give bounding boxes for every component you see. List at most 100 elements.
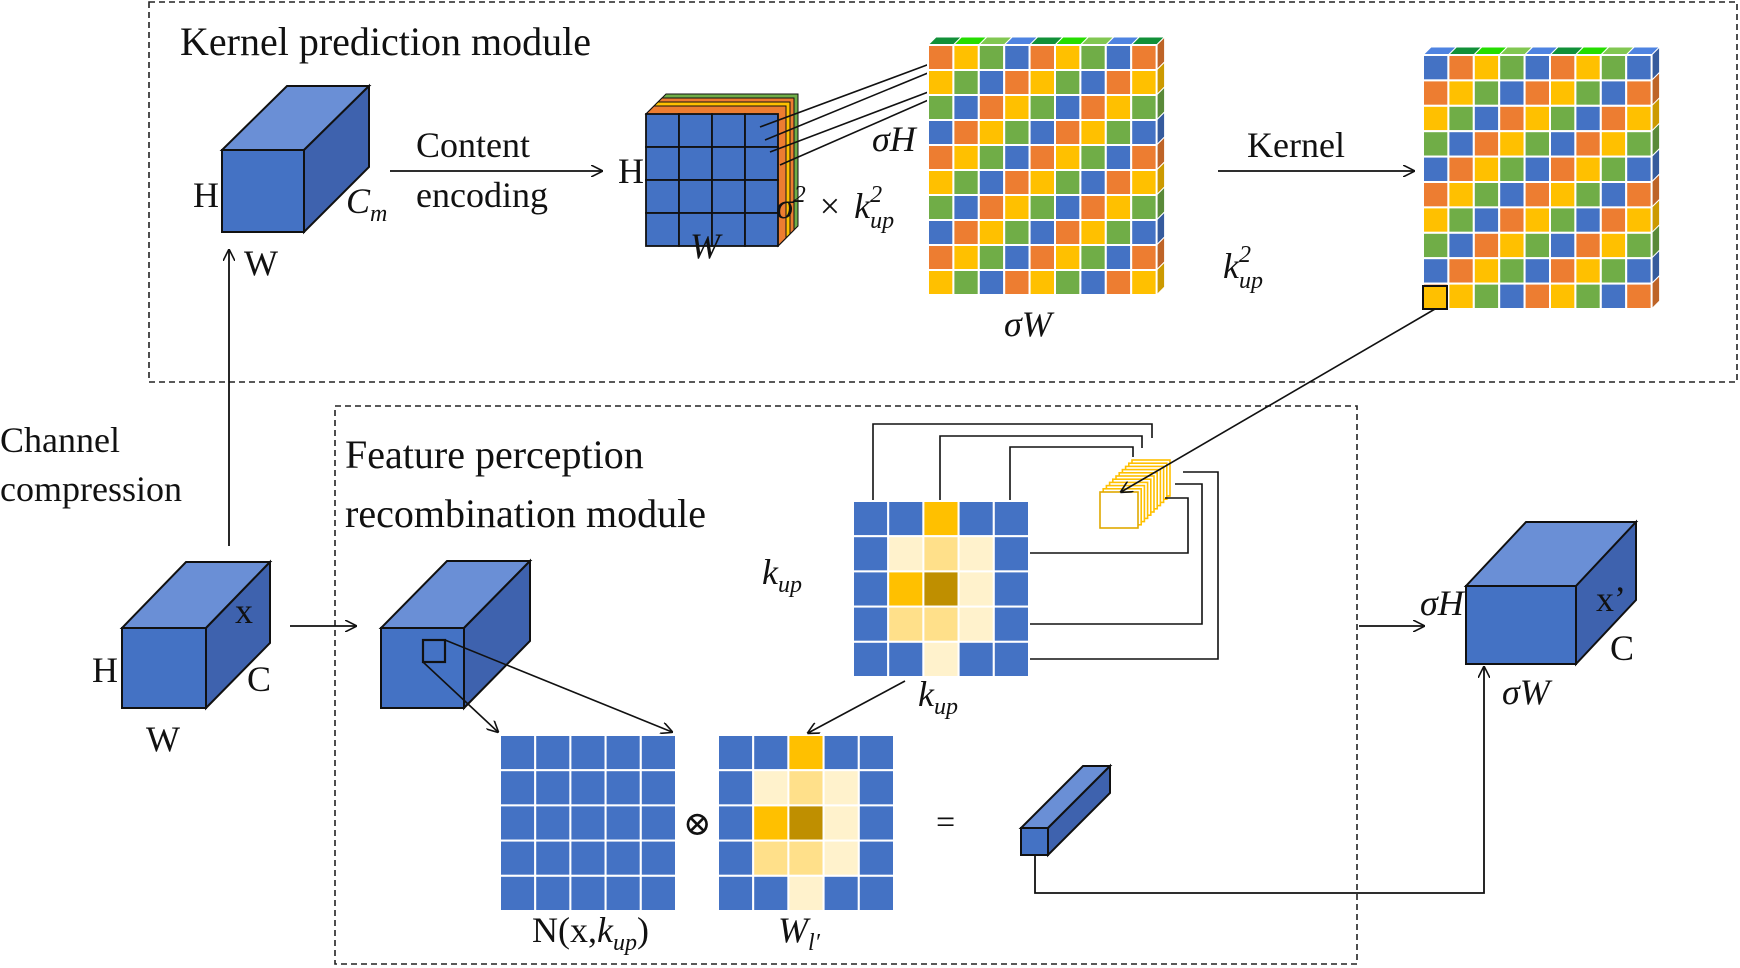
kernel-map-cell [1472,231,1501,260]
kernel-map-cell [1498,206,1526,234]
encoded-cell [678,146,713,181]
kernel-map-cell [1498,231,1526,260]
kernel-map-cell [1574,130,1602,158]
kernel-map-cell [1472,181,1501,209]
kernel-map-cell [977,94,1006,121]
neighborhood-cell [569,874,607,912]
kernel-map-cell [1574,155,1602,184]
output-sigma-w-label: σW [1502,672,1553,712]
kernel-weight-cell [822,769,860,807]
kernel-map-cell [1625,104,1653,133]
encoded-cell [645,146,680,181]
kernel-map-cell [1003,144,1031,171]
kernel-weight-cell [857,874,895,912]
kernel-map-cell [1422,130,1450,158]
kernel-weight-cell [992,605,1030,643]
compressed-w-label: W [244,243,278,283]
encoded-cell [678,212,713,247]
kernel-map-cell [1054,194,1082,221]
kernel-map-cell [1574,54,1602,82]
kernel-map-cell [1447,181,1475,209]
kernel-map-cell [1625,181,1653,209]
neighborhood-cell [499,839,537,877]
kernel-map-cell [952,119,980,146]
neighborhood-cell [534,839,572,877]
kernel-map-cell [1028,94,1056,121]
kernel-weight-cell [922,535,960,573]
kernel-to-weights-arrow [808,680,906,733]
kernel-map-cell [952,269,980,296]
kernel-map-cell [1447,282,1475,311]
neighborhood-cell [639,769,677,807]
kernel-weight-cell [852,500,890,538]
kernel-map-cell [1104,244,1133,271]
kernel-map-cell [1028,219,1056,246]
kernel-map-cell [1447,231,1475,260]
kernel-map-cell [1422,104,1450,133]
kernel-map-cell [1523,79,1551,107]
kernel-map-cell [927,269,955,296]
kernel-map-cell [1130,169,1158,196]
kernel-map-cell [1079,169,1107,196]
kernel-map-cell [1054,244,1082,271]
kernel-weight-cell [992,500,1030,538]
kernel-map-cell [1130,69,1158,96]
kernel-map-cell [977,194,1006,221]
kernel-map-cell [1625,155,1653,184]
kernel-weight-cell [957,570,995,608]
kernel-weight-cell [822,874,860,912]
kernel-map-cell [1549,206,1577,234]
kernel-map-cell [1028,169,1056,196]
kernel-map-cell [1549,79,1577,107]
kernel-map-cell [1130,219,1158,246]
kernel-weight-cell [857,769,895,807]
kernel-map-cell [1422,79,1450,107]
kernel-weight-cell [922,640,960,678]
input-tensor-x [119,559,273,711]
kernel-map-cell [927,169,955,196]
kernel-map-cell [1549,282,1577,311]
kernel-weight-cell [752,874,790,912]
kernel-map-cell [1130,244,1158,271]
neighborhood-cell [534,804,572,842]
neighborhood-cell [569,734,607,772]
kernel-map-cell [927,119,955,146]
kernel-selection-arrow [1121,308,1436,492]
compressed-feature-cuboid [219,83,372,235]
kernel-map-cell [1130,269,1158,296]
kernel-map-cell [927,194,955,221]
kernel-weight-cell [852,605,890,643]
kernel-weight-cell [717,769,755,807]
kernel-map-cell [1574,231,1602,260]
kernel-map-cell [1549,257,1577,285]
kernel-map-cell [1625,130,1653,158]
kernel-map-cell [1003,94,1031,121]
kernel-map-cell [1130,119,1158,146]
kernel-map-cell [1447,104,1475,133]
kernel-map-cell [1130,94,1158,121]
neighborhood-cell [604,734,642,772]
kernel-map-cell [1498,104,1526,133]
kernel-map-cell [1549,54,1577,82]
kernel-map-cell [1498,257,1526,285]
kernel-map-cell [1523,257,1551,285]
kernel-module-title: Kernel prediction module [180,19,591,64]
kernel-weight-cell [887,500,925,538]
result-vector [1018,763,1113,858]
kernel-map-cell [1003,244,1031,271]
encoded-cell [711,179,746,214]
output-x-label: x’ [1596,579,1626,619]
kernel-map-cell [1422,54,1450,82]
kernel-map-cell [1523,104,1551,133]
kernel-weight-cell [992,640,1030,678]
compressed-h-label: H [193,175,219,215]
kernel-weight-cell [752,839,790,877]
kernel-map-cell [1447,257,1475,285]
kernel-map-cell [1574,181,1602,209]
kernel-map-cell [1498,54,1526,82]
kernel-map-cell [977,69,1006,96]
kernel-weight-cell [752,769,790,807]
kernel-weight-cell [857,839,895,877]
kernel-map-cell [1523,155,1551,184]
